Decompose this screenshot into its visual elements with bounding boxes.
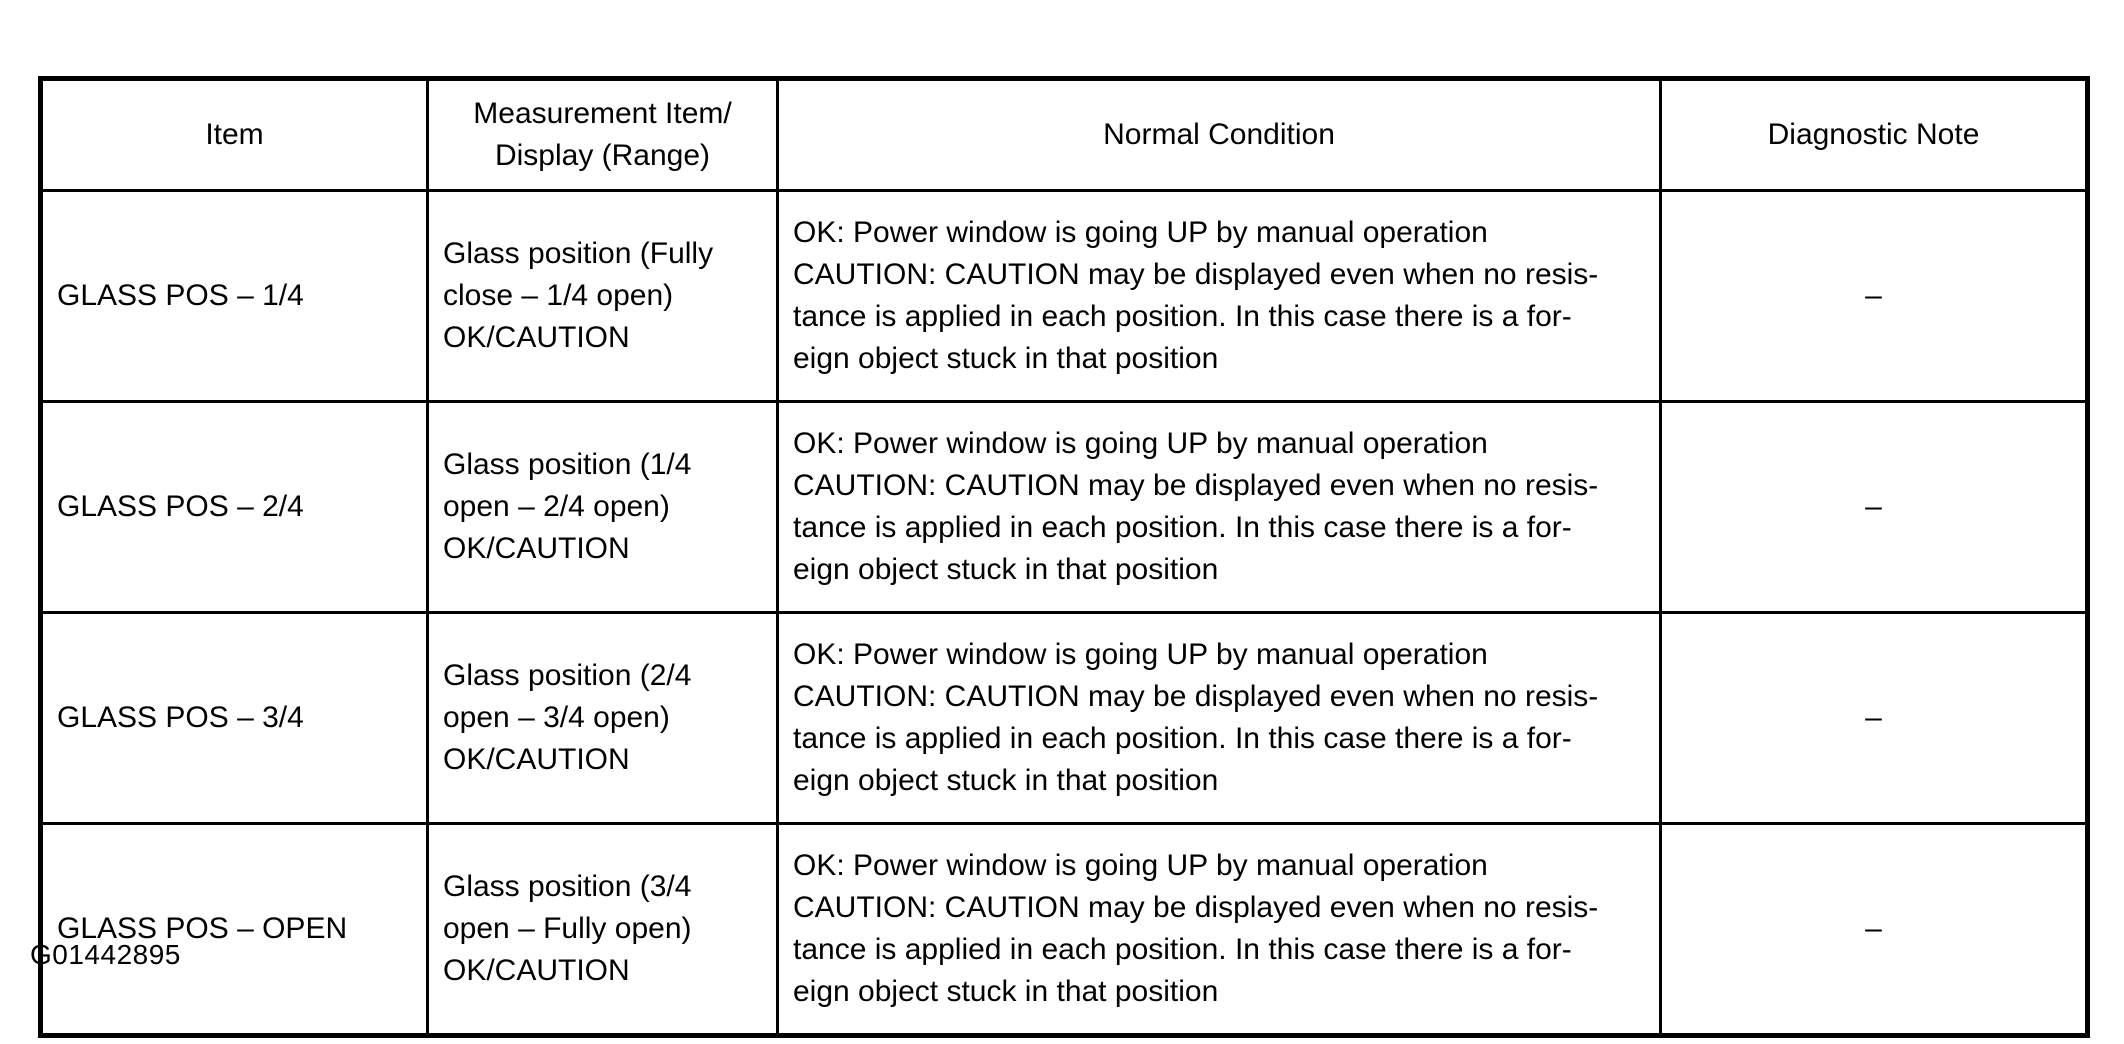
item-name: GLASS POS – 1/4 — [57, 279, 304, 312]
cell-item: GLASS POS – 1/4 — [39, 189, 429, 403]
measurement-line-2: open – 2/4 open) — [443, 490, 670, 523]
normal-condition-line-1: OK: Power window is going UP by manual o… — [793, 427, 1488, 460]
normal-condition-line-4: eign object stuck in that position — [793, 553, 1219, 586]
normal-condition-line-4: eign object stuck in that position — [793, 975, 1219, 1008]
table-row: GLASS POS – 1/4 Glass position (Fully cl… — [39, 189, 2089, 403]
column-header-measurement-line1: Measurement Item/ — [473, 97, 732, 130]
column-header-diagnostic-note: Diagnostic Note — [1659, 77, 2089, 192]
cell-diagnostic-note: – — [1659, 189, 2089, 403]
measurement-line-3: OK/CAUTION — [443, 321, 630, 354]
measurement-line-1: Glass position (3/4 — [443, 870, 692, 903]
item-name: GLASS POS – 2/4 — [57, 490, 304, 523]
normal-condition-line-1: OK: Power window is going UP by manual o… — [793, 849, 1488, 882]
measurement-line-3: OK/CAUTION — [443, 954, 630, 987]
cell-item: GLASS POS – OPEN — [39, 822, 429, 1037]
cell-normal-condition: OK: Power window is going UP by manual o… — [776, 822, 1662, 1037]
diagnostic-note-value: – — [1865, 490, 1882, 523]
normal-condition-line-2: CAUTION: CAUTION may be displayed even w… — [793, 469, 1599, 502]
normal-condition-line-4: eign object stuck in that position — [793, 764, 1219, 797]
table-row: GLASS POS – 2/4 Glass position (1/4 open… — [39, 400, 2089, 614]
measurement-line-2: open – 3/4 open) — [443, 701, 670, 734]
cell-measurement-display-range: Glass position (2/4 open – 3/4 open) OK/… — [426, 611, 779, 825]
cell-normal-condition: OK: Power window is going UP by manual o… — [776, 189, 1662, 403]
measurement-line-1: Glass position (Fully — [443, 237, 714, 270]
item-name: GLASS POS – 3/4 — [57, 701, 304, 734]
normal-condition-line-2: CAUTION: CAUTION may be displayed even w… — [793, 891, 1599, 924]
diagnostic-note-value: – — [1865, 701, 1882, 734]
normal-condition-line-2: CAUTION: CAUTION may be displayed even w… — [793, 680, 1599, 713]
diagnostic-note-value: – — [1865, 912, 1882, 945]
diagnostic-note-value: – — [1865, 279, 1882, 312]
column-header-normal-condition: Normal Condition — [776, 77, 1662, 192]
column-header-item-label: Item — [205, 118, 264, 151]
column-header-measurement-line2: Display (Range) — [494, 139, 711, 172]
measurement-line-1: Glass position (2/4 — [443, 659, 692, 692]
normal-condition-line-1: OK: Power window is going UP by manual o… — [793, 638, 1488, 671]
normal-condition-line-3: tance is applied in each position. In th… — [793, 722, 1572, 755]
cell-measurement-display-range: Glass position (1/4 open – 2/4 open) OK/… — [426, 400, 779, 614]
normal-condition-line-4: eign object stuck in that position — [793, 342, 1219, 375]
cell-item: GLASS POS – 2/4 — [39, 400, 429, 614]
normal-condition-line-2: CAUTION: CAUTION may be displayed even w… — [793, 258, 1599, 291]
cell-diagnostic-note: – — [1659, 400, 2089, 614]
cell-normal-condition: OK: Power window is going UP by manual o… — [776, 611, 1662, 825]
cell-normal-condition: OK: Power window is going UP by manual o… — [776, 400, 1662, 614]
normal-condition-line-3: tance is applied in each position. In th… — [793, 300, 1572, 333]
table-header-row: Item Measurement Item/ Display (Range) N… — [39, 77, 2089, 192]
normal-condition-line-3: tance is applied in each position. In th… — [793, 511, 1572, 544]
column-header-diagnostic-note-label: Diagnostic Note — [1767, 118, 1980, 151]
column-header-normal-condition-label: Normal Condition — [1103, 118, 1335, 151]
cell-diagnostic-note: – — [1659, 822, 2089, 1037]
measurement-line-3: OK/CAUTION — [443, 743, 630, 776]
table-row: GLASS POS – OPEN Glass position (3/4 ope… — [39, 822, 2089, 1037]
cell-measurement-display-range: Glass position (Fully close – 1/4 open) … — [426, 189, 779, 403]
measurement-line-1: Glass position (1/4 — [443, 448, 692, 481]
measurement-line-2: close – 1/4 open) — [443, 279, 674, 312]
normal-condition-line-3: tance is applied in each position. In th… — [793, 933, 1572, 966]
item-name: GLASS POS – OPEN — [57, 912, 348, 945]
table-row: GLASS POS – 3/4 Glass position (2/4 open… — [39, 611, 2089, 825]
measurement-line-3: OK/CAUTION — [443, 532, 630, 565]
cell-measurement-display-range: Glass position (3/4 open – Fully open) O… — [426, 822, 779, 1037]
column-header-measurement-item-display-range: Measurement Item/ Display (Range) — [426, 77, 779, 192]
column-header-item: Item — [39, 77, 429, 192]
normal-condition-line-1: OK: Power window is going UP by manual o… — [793, 216, 1488, 249]
cell-diagnostic-note: – — [1659, 611, 2089, 825]
diagnostic-spec-table: Item Measurement Item/ Display (Range) N… — [38, 76, 2090, 1038]
measurement-line-2: open – Fully open) — [443, 912, 692, 945]
figure-id-caption: G01442895 — [30, 939, 181, 970]
cell-item: GLASS POS – 3/4 — [39, 611, 429, 825]
